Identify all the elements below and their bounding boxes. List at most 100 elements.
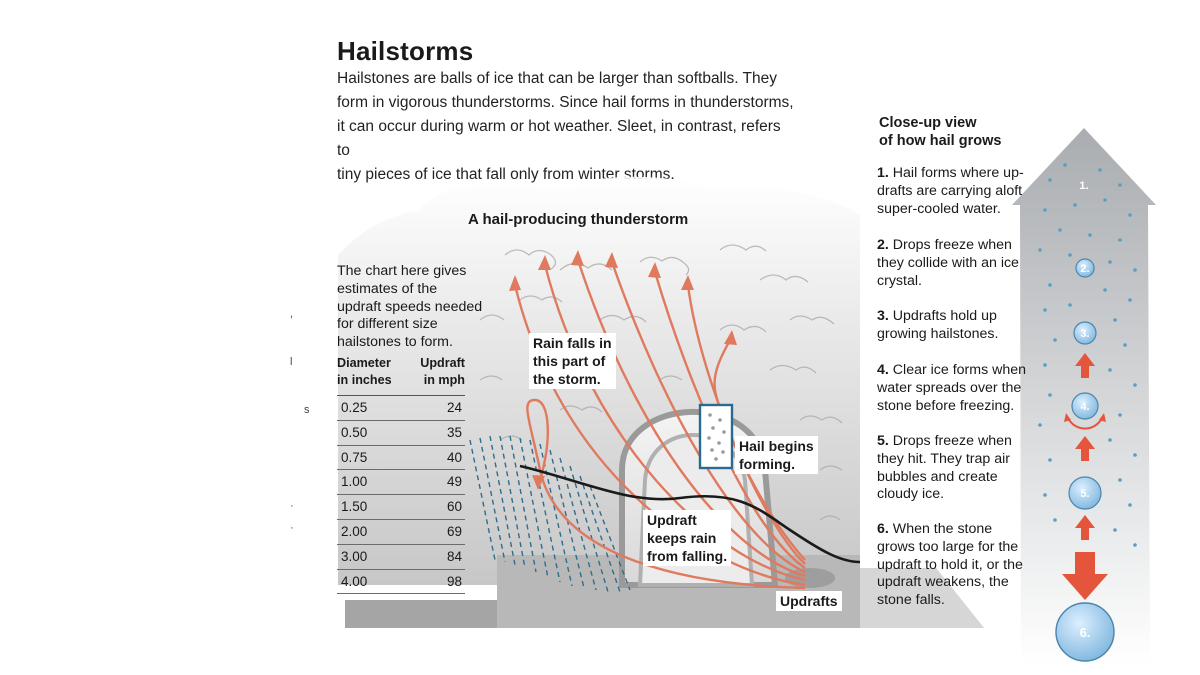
step-line: stone falls. <box>877 592 945 609</box>
col-updraft-header-line: in mph <box>423 373 465 387</box>
cell-diameter: 2.00 <box>341 523 368 539</box>
step-number: 5. <box>877 433 889 449</box>
updraft-keeps-line: keeps rain <box>647 530 717 546</box>
cell-diameter: 1.50 <box>341 499 368 515</box>
stage-marks: 1. 2. 3. 4. 5. 6. <box>1079 180 1090 640</box>
step-line: updraft weakens, the <box>877 574 1009 591</box>
cell-diameter: 0.50 <box>341 424 368 440</box>
intro-line: tiny pieces of ice that fall only from w… <box>337 166 675 183</box>
intro-line: form in vigorous thunderstorms. Since ha… <box>337 94 794 111</box>
stage-mark-2: 2. <box>1080 263 1089 275</box>
stage-mark-1: 1. <box>1079 180 1088 192</box>
hail-begins-line: forming. <box>739 456 795 472</box>
step-line: stone before freezing. <box>877 397 1015 414</box>
col-diameter-header-line: Diameter <box>337 356 391 370</box>
closeup-title-line: Close-up view <box>879 115 977 131</box>
rain-falls-line: Rain falls in <box>533 335 612 351</box>
updraft-table: Diameter in inches Updraft in mph 0.25 24… <box>337 355 465 595</box>
margin-mark: · <box>290 522 294 534</box>
gust-front-line <box>519 464 861 564</box>
column-updraft-arrows <box>1062 353 1108 600</box>
step-line: Drops freeze when <box>892 433 1012 449</box>
chart-intro-line: The chart here gives <box>337 263 467 279</box>
step-line: Drops freeze when <box>892 237 1012 253</box>
step-line: Updrafts hold up <box>892 308 997 324</box>
margin-mark: · <box>290 500 294 512</box>
cloud-puffs <box>479 244 843 521</box>
supercooled-droplets <box>1038 163 1137 547</box>
intro-line: Hailstones are balls of ice that can be … <box>337 70 777 87</box>
col-updraft-header: Updraft in mph <box>420 355 465 389</box>
step-line: Clear ice forms when <box>892 362 1027 378</box>
table-row: 3.00 84 <box>337 545 465 570</box>
hailstone-2 <box>1075 258 1095 278</box>
chart-intro-line: estimates of the <box>337 280 438 297</box>
chart-intro-line: hailstones to form. <box>337 334 453 351</box>
stage-mark-4: 4. <box>1080 401 1089 413</box>
margin-mark: , <box>290 308 294 320</box>
step-line: cloudy ice. <box>877 486 945 503</box>
rain-streaks <box>469 435 631 593</box>
step-number: 4. <box>877 362 889 378</box>
col-diameter-header: Diameter in inches <box>337 355 392 389</box>
step-line: they collide with an ice <box>877 254 1019 271</box>
margin-mark: s <box>304 404 310 416</box>
step-line: When the stone <box>892 521 993 537</box>
stage-mark-6: 6. <box>1080 625 1091 640</box>
step-number: 1. <box>877 165 889 181</box>
step-6: 6. When the stone grows too large for th… <box>877 521 1047 610</box>
table-row: 0.25 24 <box>337 396 465 421</box>
cell-diameter: 4.00 <box>341 573 368 589</box>
cell-updraft: 60 <box>446 499 462 515</box>
step-4: 4. Clear ice forms when water spreads ov… <box>877 362 1047 415</box>
chart-intro-line: for different size <box>337 316 438 333</box>
hailstone-6 <box>1055 602 1115 662</box>
cell-diameter: 0.25 <box>341 400 368 415</box>
step-number: 3. <box>877 308 889 324</box>
closeup-title-line: of how hail grows <box>879 132 1002 149</box>
cell-updraft: 98 <box>446 573 462 589</box>
step-3: 3. Updrafts hold up growing hailstones. <box>877 308 1047 344</box>
hailstone-5 <box>1068 476 1102 510</box>
step-line: crystal. <box>877 272 922 289</box>
table-header: Diameter in inches Updraft in mph <box>337 355 465 396</box>
step-line: growing hailstones. <box>877 325 999 342</box>
step-line: updraft to hold it, or the <box>877 556 1023 573</box>
stage-mark-3: 3. <box>1080 328 1089 340</box>
step-line: bubbles and create <box>877 468 998 485</box>
cell-diameter: 3.00 <box>341 548 368 564</box>
hail-specks <box>707 413 726 461</box>
intro-line: it can occur during warm or hot weather.… <box>337 118 781 159</box>
margin-mark: l <box>290 356 293 368</box>
step-line: they hit. They trap air <box>877 450 1011 467</box>
cell-diameter: 1.00 <box>341 474 368 490</box>
step-line: grows too large for the <box>877 538 1019 555</box>
step-line: super-cooled water. <box>877 200 1001 217</box>
step-line: Hail forms where up- <box>892 165 1024 181</box>
table-row: 2.00 69 <box>337 520 465 545</box>
cell-updraft: 84 <box>446 548 462 564</box>
step-number: 6. <box>877 521 889 537</box>
hail-begins-line: Hail begins <box>739 438 814 454</box>
step-5: 5. Drops freeze when they hit. They trap… <box>877 433 1047 504</box>
cell-updraft: 24 <box>446 400 462 415</box>
stage-mark-5: 5. <box>1080 488 1089 500</box>
updrafts-label: Updrafts <box>776 591 842 611</box>
step-line: water spreads over the <box>877 379 1022 396</box>
col-diameter-header-line: in inches <box>337 373 392 387</box>
cell-updraft: 35 <box>446 424 462 440</box>
intro-paragraph: Hailstones are balls of ice that can be … <box>337 67 797 187</box>
step-line: drafts are carrying aloft <box>877 182 1023 199</box>
cell-updraft: 40 <box>446 449 462 465</box>
cell-updraft: 69 <box>446 523 462 539</box>
step-number: 2. <box>877 237 889 253</box>
col-updraft-header-line: Updraft <box>420 356 465 370</box>
storm-title: A hail-producing thunderstorm <box>468 211 689 228</box>
closeup-title: Close-up view of how hail grows <box>879 115 1001 150</box>
page-title: Hailstorms <box>337 36 474 66</box>
spread-arc-icon <box>1067 417 1103 430</box>
falling-arrow <box>1062 552 1108 600</box>
updraft-arrowheads <box>509 250 737 490</box>
